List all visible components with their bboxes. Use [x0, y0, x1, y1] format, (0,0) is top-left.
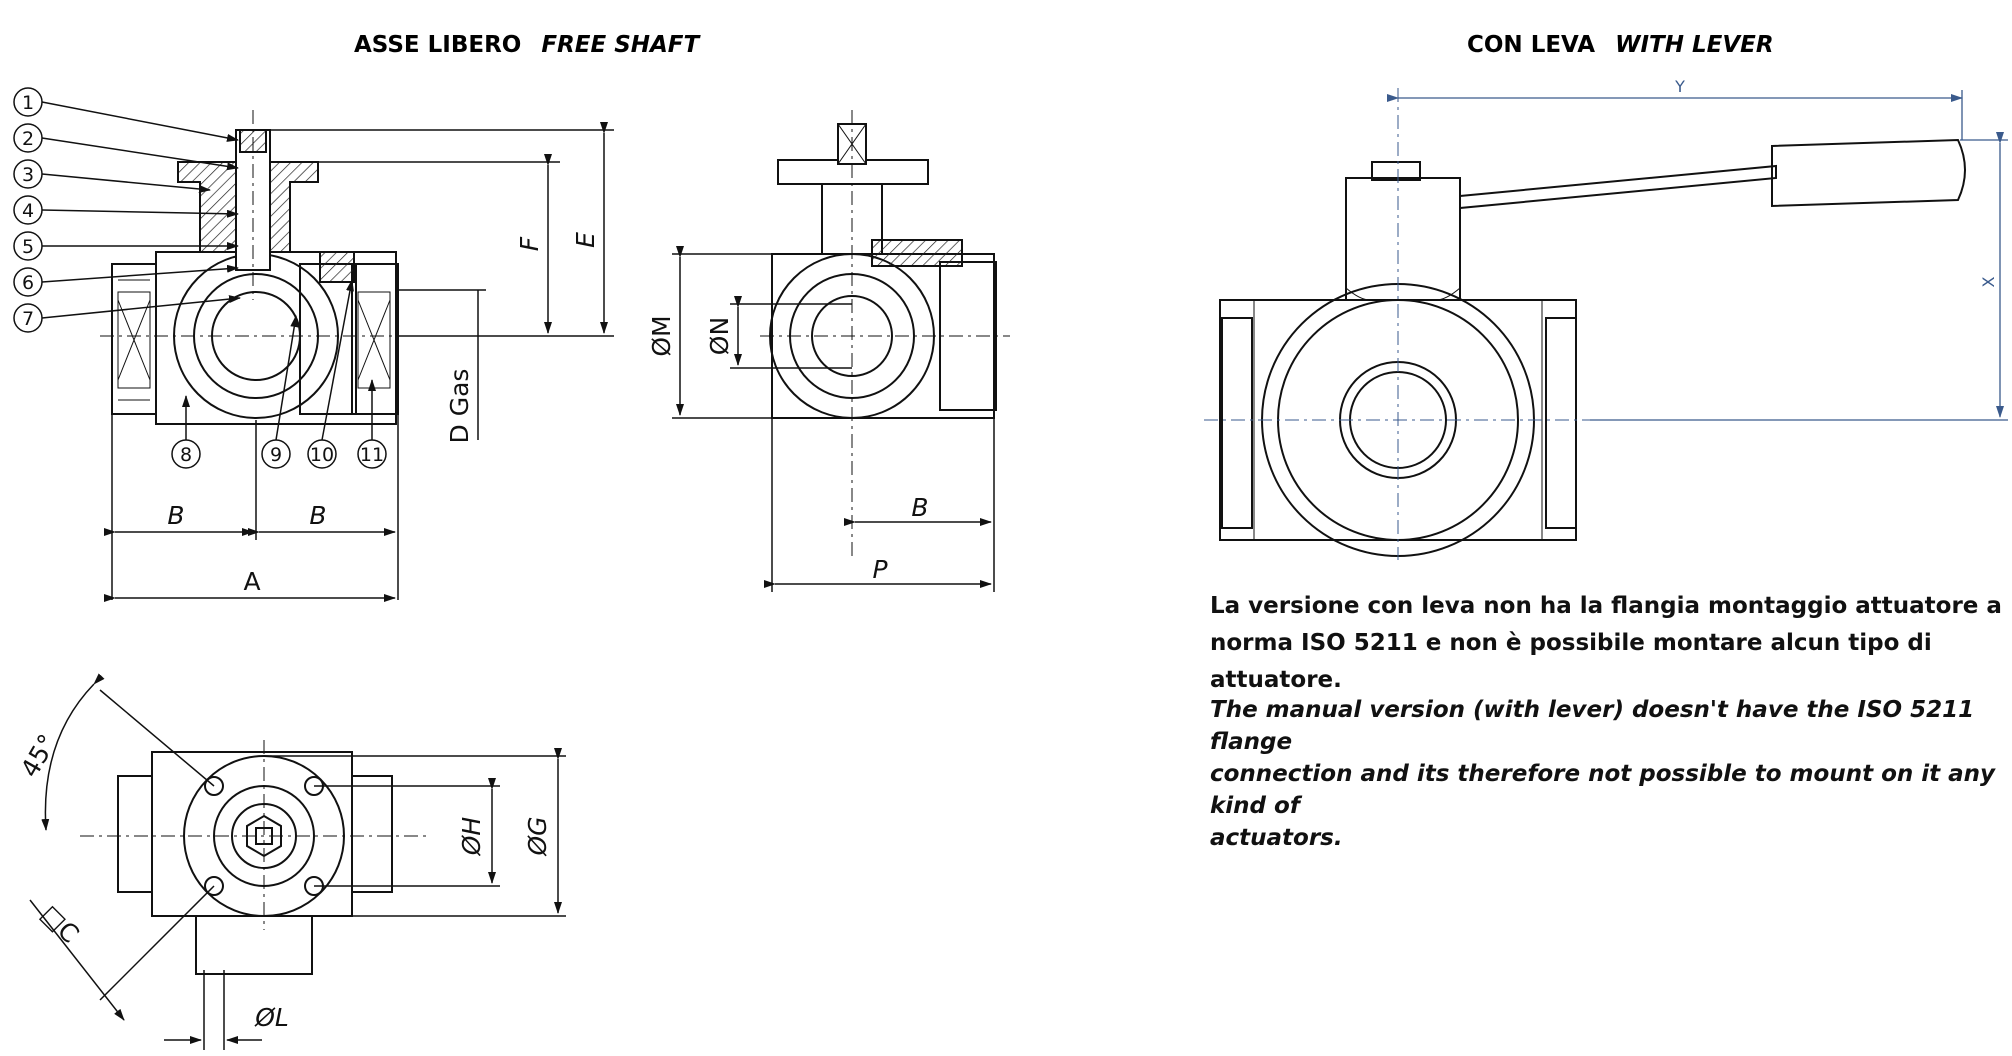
note-english-line-2: connection and its therefore not possibl… — [1210, 761, 1996, 819]
note-english: The manual version (with lever) doesn't … — [1210, 694, 2012, 854]
lever-dimensions — [1387, 90, 2008, 421]
dim-L: ØL — [254, 1003, 289, 1032]
top-view-dimensions — [29, 673, 566, 1050]
svg-text:9: 9 — [270, 444, 282, 466]
lever-view — [1204, 88, 1966, 560]
note-english-line-3: actuators. — [1210, 825, 1343, 851]
note-english-line-1: The manual version (with lever) doesn't … — [1210, 697, 1975, 755]
part-bubble-3: 3 — [13, 159, 43, 189]
dim-P: P — [872, 555, 888, 584]
front-view-free-shaft — [100, 110, 410, 425]
svg-text:4: 4 — [22, 200, 34, 222]
note-italian-line-1: La versione con leva non ha la flangia m… — [1210, 593, 2002, 619]
dim-B-right: B — [309, 501, 326, 530]
part-bubble-10: 10 — [307, 439, 337, 469]
dim-E: E — [571, 232, 600, 248]
dim-angle-45: 45° — [15, 729, 62, 782]
part-leaders — [41, 101, 376, 441]
dim-Y: Y — [1674, 77, 1685, 96]
dim-F: F — [515, 236, 544, 251]
svg-text:3: 3 — [22, 164, 34, 186]
part-bubble-6: 6 — [13, 267, 43, 297]
note-italian: La versione con leva non ha la flangia m… — [1210, 588, 2012, 699]
part-bubble-9: 9 — [261, 439, 291, 469]
svg-text:11: 11 — [360, 444, 384, 466]
part-bubble-5: 5 — [13, 231, 43, 261]
dim-D-gas: D Gas — [445, 369, 474, 444]
svg-text:5: 5 — [22, 236, 34, 258]
dim-B-side: B — [911, 493, 928, 522]
svg-text:6: 6 — [22, 272, 34, 294]
svg-text:7: 7 — [22, 308, 34, 330]
dim-H: ØH — [457, 817, 486, 857]
part-bubble-4: 4 — [13, 195, 43, 225]
svg-text:1: 1 — [22, 92, 34, 114]
part-bubble-11: 11 — [357, 439, 387, 469]
top-view — [80, 740, 430, 975]
note-italian-line-2: norma ISO 5211 e non è possibile montare… — [1210, 630, 1932, 693]
dim-N: ØN — [705, 317, 734, 355]
dim-M: ØM — [647, 315, 676, 356]
dim-A: A — [243, 567, 260, 596]
part-bubble-1: 1 — [13, 87, 43, 117]
side-view-dimensions — [672, 246, 995, 592]
svg-text:8: 8 — [180, 444, 192, 466]
part-bubble-7: 7 — [13, 303, 43, 333]
part-bubble-2: 2 — [13, 123, 43, 153]
dim-C: □C — [35, 899, 85, 949]
part-bubble-8: 8 — [171, 439, 201, 469]
dim-B-left: B — [167, 501, 184, 530]
dim-G: ØG — [523, 816, 552, 856]
front-view-dimensions — [104, 122, 614, 602]
part-bubbles: 1 2 3 4 5 6 7 8 9 10 11 — [13, 87, 387, 469]
side-view — [760, 110, 1010, 560]
svg-text:10: 10 — [310, 444, 334, 466]
dim-X: X — [1979, 276, 1998, 287]
svg-text:2: 2 — [22, 128, 34, 150]
